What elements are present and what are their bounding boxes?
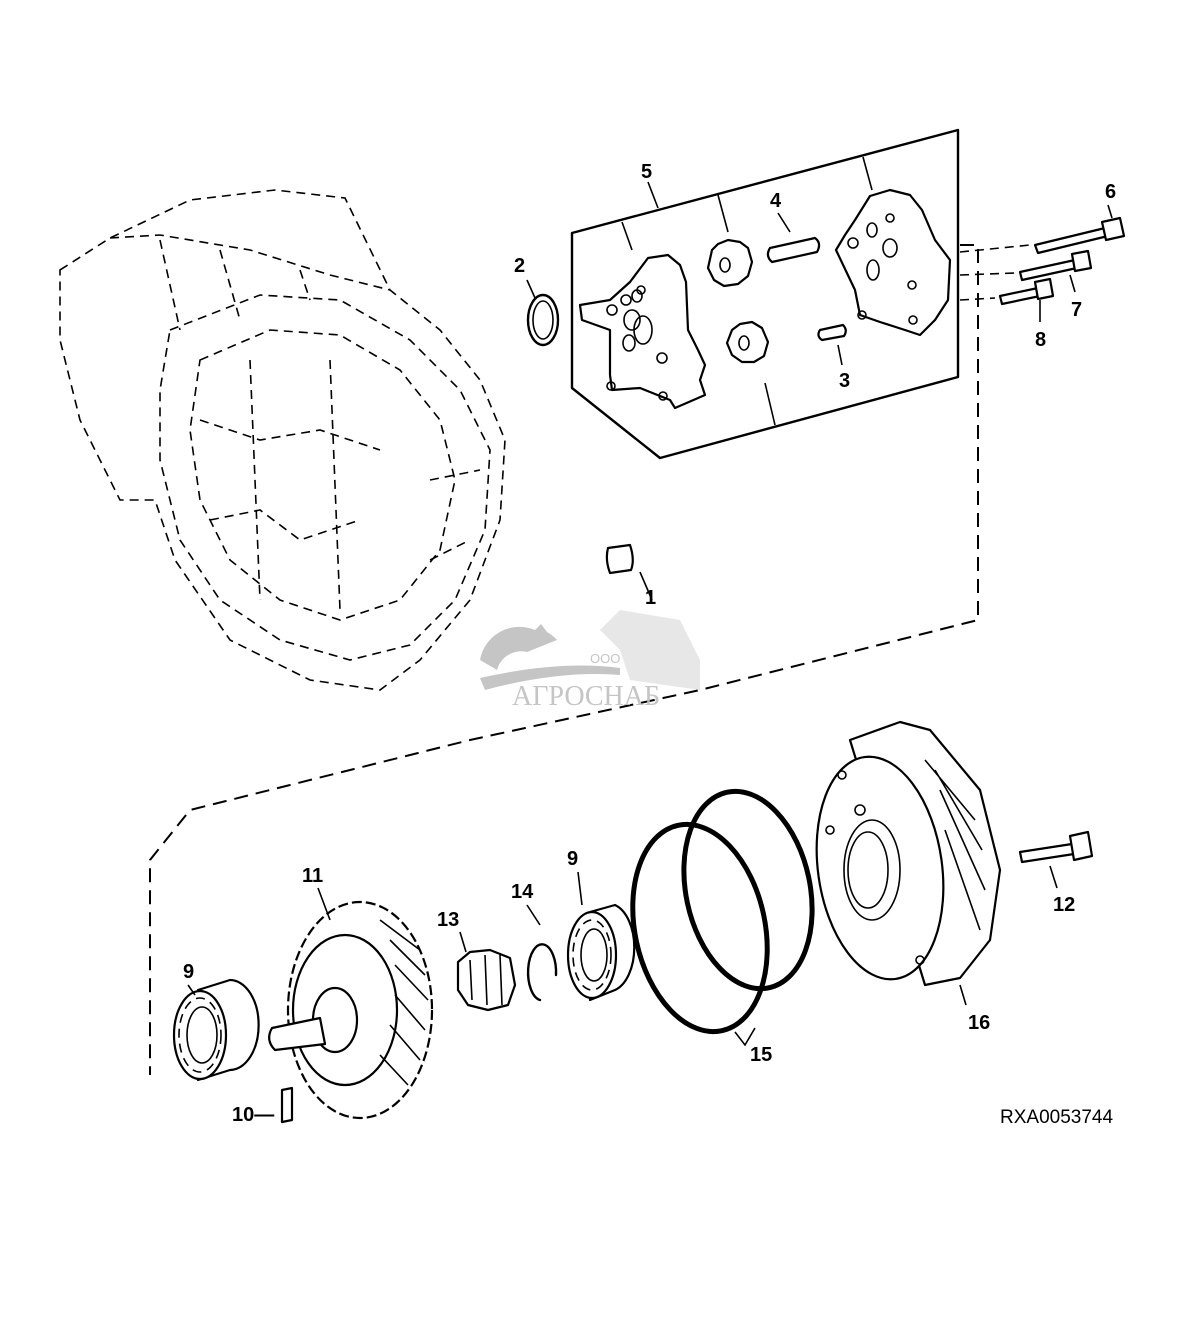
callout-3: 3 — [839, 370, 850, 392]
callout-6: 6 — [1105, 181, 1116, 203]
drawing-reference-code: RXA0053744 — [1000, 1107, 1113, 1128]
leader-lines — [187, 204, 1113, 1047]
callout-10: 10— — [232, 1104, 274, 1126]
callout-8: 8 — [1035, 329, 1046, 351]
snap-ring — [526, 943, 558, 1002]
ball-bearing — [566, 903, 636, 1002]
callout-11: 11 — [302, 865, 323, 887]
cap-screws — [959, 216, 1126, 306]
callout-16: 16 — [968, 1012, 990, 1034]
ball-bearing — [172, 978, 260, 1082]
callout-labels: 1 2 3 4 5 6 7 8 9 9 10— 11 12 13 14 15 1… — [183, 161, 1116, 1126]
callout-5: 5 — [641, 161, 652, 183]
callout-15: 15 — [750, 1044, 772, 1066]
drive-gear — [268, 900, 434, 1120]
callout-12: 12 — [1053, 894, 1075, 916]
watermark-name: АГРОСНАБ — [512, 681, 660, 712]
pump-housing — [815, 720, 1002, 987]
agrosnab-watermark: ООО АГРОСНАБ — [480, 610, 700, 712]
callout-9-left: 9 — [183, 961, 194, 983]
dowel-pin — [605, 543, 634, 575]
seal-ring — [526, 293, 560, 347]
callout-1: 1 — [645, 587, 656, 609]
hex-bolt — [1018, 830, 1094, 864]
callout-9-right: 9 — [567, 848, 578, 870]
watermark-prefix: ООО — [590, 651, 620, 666]
callout-7: 7 — [1071, 299, 1082, 321]
oil-pump-assembly — [570, 128, 960, 460]
spring-pin — [280, 1086, 294, 1124]
callout-13: 13 — [437, 909, 459, 931]
transmission-housing-phantom — [59, 189, 506, 691]
callout-4: 4 — [770, 190, 782, 212]
callout-14: 14 — [511, 881, 534, 903]
callout-2: 2 — [514, 255, 525, 277]
seal-rings — [630, 788, 815, 1035]
